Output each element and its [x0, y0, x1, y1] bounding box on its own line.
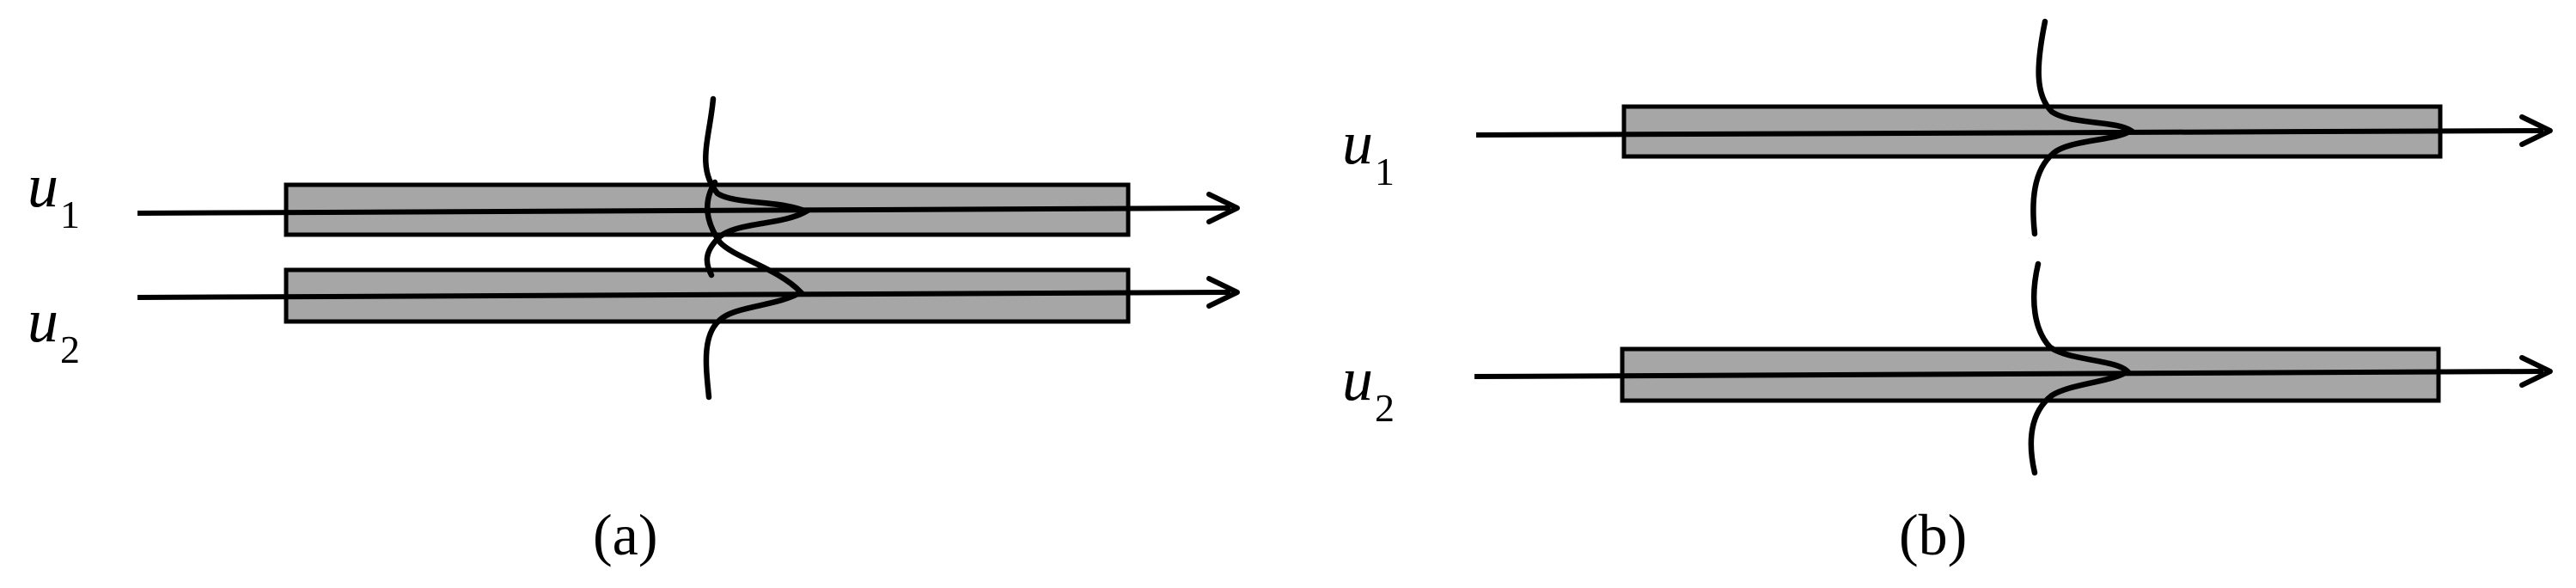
panel-b-mode-profile-1 — [2030, 18, 2136, 237]
panel-a-beam-2 — [137, 290, 1231, 300]
panel-b: u 1 u 2 (b) — [1342, 18, 2553, 567]
panel-b-beam-1 — [1475, 128, 2544, 138]
panel-b-label-u1-var: u — [1342, 108, 1373, 177]
panel-a-mode-profile-lower — [703, 179, 806, 401]
panel-b-caption: (b) — [1899, 502, 1967, 567]
panel-a-arrowhead-1 — [1206, 192, 1240, 224]
panel-b-mode-profile-2 — [2028, 260, 2132, 476]
panel-a: u 1 u 2 (a) — [27, 95, 1240, 567]
panel-a-label-u1-sub: 1 — [60, 193, 80, 236]
panel-a-caption: (a) — [593, 502, 657, 567]
panel-a-label-u2-var: u — [27, 286, 58, 355]
panel-b-label-u1-sub: 1 — [1375, 150, 1395, 193]
panel-b-beam-2 — [1474, 369, 2544, 379]
panel-a-beam-1 — [137, 205, 1231, 216]
panel-b-arrowhead-2 — [2519, 355, 2553, 388]
panel-a-label-u1-var: u — [27, 151, 58, 220]
panel-b-label-u2-var: u — [1342, 345, 1373, 413]
panel-a-label-u2-sub: 2 — [60, 328, 80, 371]
panel-a-arrowhead-2 — [1206, 276, 1240, 309]
panel-b-arrowhead-1 — [2519, 114, 2553, 147]
panel-b-label-u2-sub: 2 — [1375, 386, 1395, 430]
